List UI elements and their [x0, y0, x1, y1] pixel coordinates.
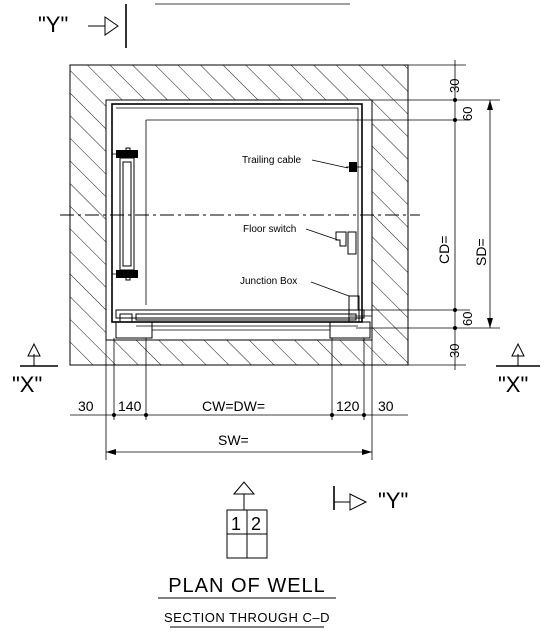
view-marker-x-right: "X" [496, 342, 540, 397]
door-sill [115, 309, 372, 339]
vertical-dimensions: 30 60 CD= SD= 60 30 [356, 60, 500, 370]
bottom-gap-dim: 60 [460, 312, 475, 326]
right-gap-dim: 120 [336, 398, 360, 414]
drawing-titles: PLAN OF WELL SECTION THROUGH C–D [158, 575, 336, 628]
shaft-depth-dim: SD= [473, 238, 489, 266]
sub-title: SECTION THROUGH C–D [164, 610, 330, 625]
view-x-left-label: "X" [12, 372, 42, 397]
junction-box-label: Junction Box [240, 276, 297, 287]
shaft-width-dim: SW= [218, 432, 249, 448]
top-offset-dim: 30 [447, 79, 462, 93]
junction-box: Junction Box [240, 276, 360, 323]
view-marker-y-bottom: "Y" [333, 486, 408, 513]
view-y-top-label: "Y" [38, 12, 68, 37]
main-title: PLAN OF WELL [168, 575, 326, 597]
view-y-bottom-label: "Y" [378, 488, 408, 513]
left-gap-dim: 140 [118, 398, 142, 414]
left-offset-dim: 30 [78, 398, 94, 414]
north-arrow-icon [232, 481, 256, 495]
key-plan: 1 2 [226, 481, 268, 559]
lift-car [111, 103, 363, 323]
floor-switch-label: Floor switch [243, 224, 296, 235]
trailing-cable: Trailing cable [242, 155, 362, 172]
view-x-right-label: "X" [498, 372, 528, 397]
view-marker-x-left: "X" [12, 342, 58, 397]
view-marker-y-top: "Y" [38, 4, 127, 48]
right-offset-dim: 30 [378, 398, 394, 414]
car-width-dim: CW=DW= [202, 398, 265, 414]
key-plan-cell-2: 2 [251, 514, 261, 534]
counterweight-assembly [112, 147, 138, 281]
top-gap-dim: 60 [460, 107, 475, 121]
floor-switch: Floor switch [243, 224, 357, 255]
horizontal-dimensions: 30 140 CW=DW= 120 30 SW= [70, 338, 408, 460]
key-plan-cell-1: 1 [231, 514, 241, 534]
trailing-cable-label: Trailing cable [242, 155, 302, 166]
car-depth-dim: CD= [436, 236, 452, 264]
bottom-offset-dim: 30 [447, 344, 462, 358]
